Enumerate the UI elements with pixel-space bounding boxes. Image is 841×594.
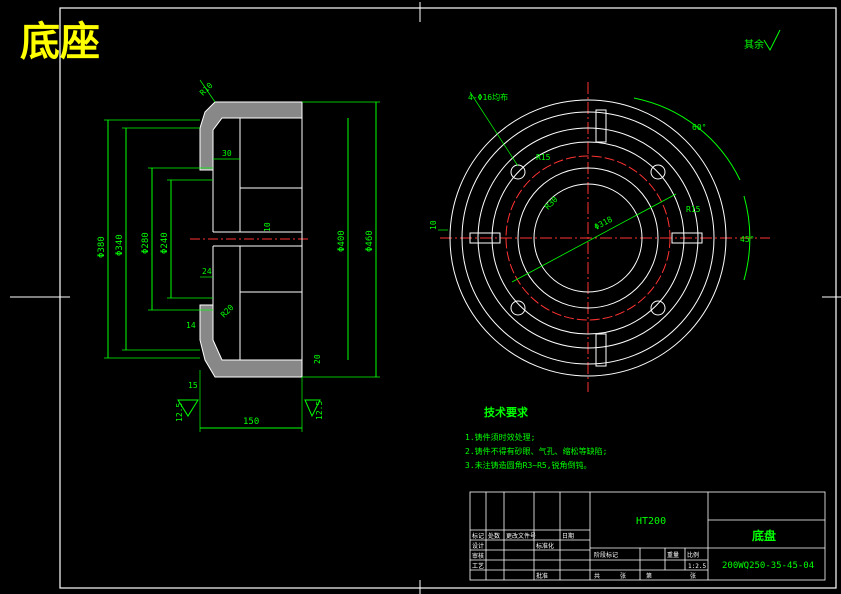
hub-inner (533, 183, 643, 293)
dim-w30: 30 (222, 149, 232, 158)
hdr-cell-0: 标记 (472, 532, 484, 540)
dim-r-mid: R20 (219, 303, 236, 320)
sheet-label-2: 第 (646, 572, 652, 580)
flange-circle (477, 127, 699, 349)
dim-d4: Φ240 (160, 232, 170, 254)
arc-60 (633, 97, 741, 181)
hdr-cell-1: 处数 (488, 532, 500, 540)
roughness-left (177, 399, 199, 417)
material: HT200 (636, 516, 666, 527)
slot-top (595, 109, 607, 143)
section-top (199, 101, 303, 171)
rim-circle (461, 111, 715, 365)
stage-label-0: 阶段标记 (594, 551, 618, 559)
tech-heading: 技术要求 (484, 405, 529, 419)
tech-item-1: 1.铸件须时效处理; (465, 432, 535, 442)
dim-front-w10: 10 (429, 220, 438, 230)
bolt-hole-3 (510, 300, 526, 316)
dim-w10: 10 (263, 222, 272, 232)
arc-45 (743, 195, 751, 281)
scale: 1:2.5 (688, 563, 706, 570)
leader-r-top (199, 79, 216, 103)
dim-w15: 15 (188, 381, 198, 390)
body-outline (222, 117, 302, 360)
dim-angle60: 60° (692, 123, 706, 132)
section-bottom (199, 304, 303, 378)
role-cell-0: 设计 (472, 542, 484, 550)
dim-w24: 24 (202, 267, 212, 276)
hub-outer (517, 167, 659, 309)
dim-d2: Φ340 (115, 234, 125, 256)
sheet-label-1: 张 (620, 572, 626, 580)
dim-d5: Φ400 (337, 230, 347, 252)
roughness-note: 其余 (744, 38, 764, 51)
dim-d1: Φ380 (97, 236, 107, 258)
dim-r15a: R15 (536, 153, 551, 162)
dim-w14: 14 (186, 321, 196, 330)
dim-d3: Φ280 (141, 232, 151, 254)
stage-label-2: 比例 (687, 551, 699, 559)
title-block-text: HT200 底盘 200WQ250-35-45-04 1:2.5 标记 处数 更… (472, 516, 814, 580)
tech-item-3: 3.未注铸造圆角R3~R5,锐角倒钝。 (465, 460, 592, 470)
drawing-number: 200WQ250-35-45-04 (722, 561, 814, 571)
tech-item-2: 2.铸件不得有砂眼、气孔、缩松等缺陷; (465, 446, 607, 456)
hdr-cell-2: 更改文件号 (506, 532, 536, 540)
hdr-cell-3: 日期 (562, 532, 574, 540)
role-cell-3: 标准化 (536, 542, 554, 550)
role-cell-4: 批准 (536, 572, 548, 580)
rough-right-val: 12.5 (315, 401, 324, 420)
tech-requirements: 技术要求 1.铸件须时效处理; 2.铸件不得有砂眼、气孔、缩松等缺陷; 3.未注… (465, 405, 607, 470)
bolt-circle (505, 155, 671, 321)
dim-w150: 150 (243, 417, 259, 427)
role-cell-2: 工艺 (472, 562, 484, 570)
sheet-label-3: 张 (690, 572, 696, 580)
side-view: Φ380 Φ340 Φ280 Φ240 Φ400 Φ460 R10 30 10 … (97, 79, 380, 432)
bolt-hole-1 (510, 164, 526, 180)
outer-circle (449, 99, 727, 377)
dim-angle45: 45° (740, 235, 754, 244)
part-name: 底盘 (752, 528, 776, 543)
stage-label-1: 重量 (667, 551, 679, 559)
dim-r15b: R15 (686, 205, 701, 214)
dim-holes: 4-Φ16均布 (468, 92, 508, 102)
roughness-right (304, 399, 321, 418)
bolt-hole-4 (650, 300, 666, 316)
dim-r30: R30 (543, 195, 560, 212)
bolt-hole-2 (650, 164, 666, 180)
dim-line-bolt-circle (511, 193, 677, 283)
roughness-symbol (763, 29, 781, 52)
slot-bottom (595, 333, 607, 367)
drawing-border (59, 7, 837, 589)
dim-d6: Φ460 (365, 230, 375, 252)
rib-circle (491, 141, 685, 335)
rough-left-val: 12.5 (175, 403, 184, 422)
dim-w20: 20 (313, 354, 322, 364)
leader-holes (469, 91, 519, 167)
front-view: 4-Φ16均布 R15 R30 Φ318 R15 60° 45° 10 (429, 82, 770, 392)
title-block (469, 491, 826, 581)
slot-left (469, 232, 501, 244)
sheet-label-0: 共 (594, 572, 600, 580)
role-cell-1: 审核 (472, 552, 484, 560)
slot-right (671, 232, 703, 244)
